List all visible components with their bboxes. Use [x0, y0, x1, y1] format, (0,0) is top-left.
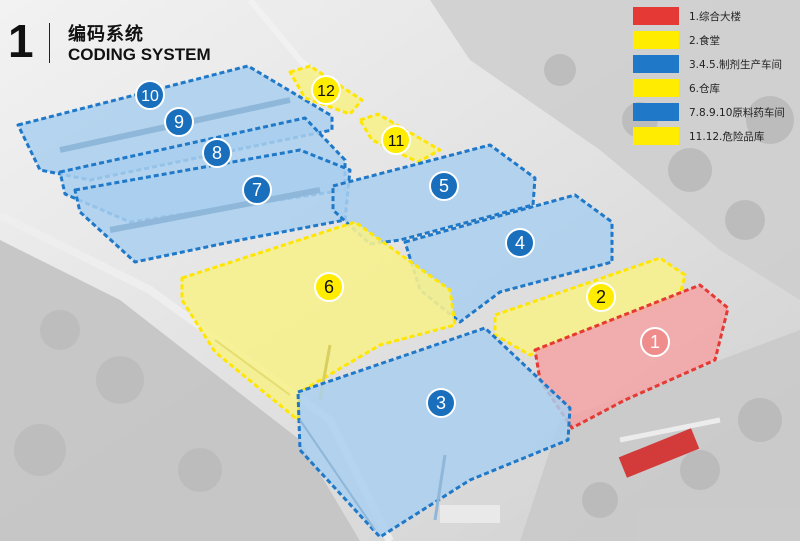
- legend-swatch: [633, 31, 679, 49]
- marker-circle: [429, 171, 459, 201]
- marker-circle: [381, 125, 411, 155]
- legend-item: 2.食堂: [633, 30, 795, 50]
- legend-label: 6.仓库: [689, 82, 721, 95]
- marker-label: 8: [212, 143, 222, 163]
- marker-circle: [202, 138, 232, 168]
- marker-circle: [164, 107, 194, 137]
- section-number: 1: [8, 15, 34, 67]
- building-marker-11[interactable]: 11: [381, 125, 411, 155]
- building-marker-8[interactable]: 8: [202, 138, 232, 168]
- marker-circle: [135, 80, 165, 110]
- building-marker-1[interactable]: 1: [640, 327, 670, 357]
- marker-label: 6: [324, 277, 334, 297]
- marker-label: 9: [174, 112, 184, 132]
- marker-circle: [640, 327, 670, 357]
- legend-item: 7.8.9.10原料药车间: [633, 102, 795, 122]
- legend-item: 11.12.危险品库: [633, 126, 795, 146]
- building-marker-10[interactable]: 10: [135, 80, 165, 110]
- legend-item: 1.综合大楼: [633, 6, 795, 26]
- building-3[interactable]: [296, 326, 572, 539]
- building-marker-5[interactable]: 5: [429, 171, 459, 201]
- marker-label: 7: [252, 180, 262, 200]
- legend-item: 6.仓库: [633, 78, 795, 98]
- legend-swatch: [633, 55, 679, 73]
- building-marker-4[interactable]: 4: [505, 228, 535, 258]
- marker-label: 1: [650, 332, 660, 352]
- title-divider: [49, 23, 50, 63]
- legend-item: 3.4.5.制剂生产车间: [633, 54, 795, 74]
- marker-circle: [242, 175, 272, 205]
- building-4[interactable]: [403, 193, 614, 324]
- marker-label: 3: [436, 393, 446, 413]
- marker-circle: [311, 75, 341, 105]
- page-title-en: CODING SYSTEM: [68, 45, 211, 64]
- legend-label: 1.综合大楼: [689, 10, 742, 23]
- building-marker-6[interactable]: 6: [314, 272, 344, 302]
- marker-label: 5: [439, 176, 449, 196]
- legend-label: 3.4.5.制剂生产车间: [689, 58, 783, 71]
- marker-label: 4: [515, 233, 525, 253]
- building-marker-9[interactable]: 9: [164, 107, 194, 137]
- page-title-cn: 编码系统: [68, 24, 144, 45]
- building-marker-7[interactable]: 7: [242, 175, 272, 205]
- marker-label: 11: [388, 133, 405, 150]
- legend-label: 2.食堂: [689, 34, 721, 47]
- legend-label: 11.12.危险品库: [689, 130, 765, 143]
- legend-swatch: [633, 79, 679, 97]
- building-marker-2[interactable]: 2: [586, 282, 616, 312]
- red-canopy: [618, 428, 700, 478]
- marker-circle: [426, 388, 456, 418]
- building-marker-3[interactable]: 3: [426, 388, 456, 418]
- legend: 1.综合大楼 2.食堂 3.4.5.制剂生产车间 6.仓库 7.8.9.10原料…: [633, 6, 795, 150]
- building-7[interactable]: [73, 148, 352, 264]
- building-marker-12[interactable]: 12: [311, 75, 341, 105]
- legend-label: 7.8.9.10原料药车间: [689, 106, 785, 119]
- legend-swatch: [633, 103, 679, 121]
- marker-label: 12: [317, 83, 335, 100]
- marker-label: 2: [596, 287, 606, 307]
- legend-swatch: [633, 7, 679, 25]
- marker-circle: [586, 282, 616, 312]
- legend-swatch: [633, 127, 679, 145]
- marker-label: 10: [141, 88, 159, 105]
- marker-circle: [314, 272, 344, 302]
- marker-circle: [505, 228, 535, 258]
